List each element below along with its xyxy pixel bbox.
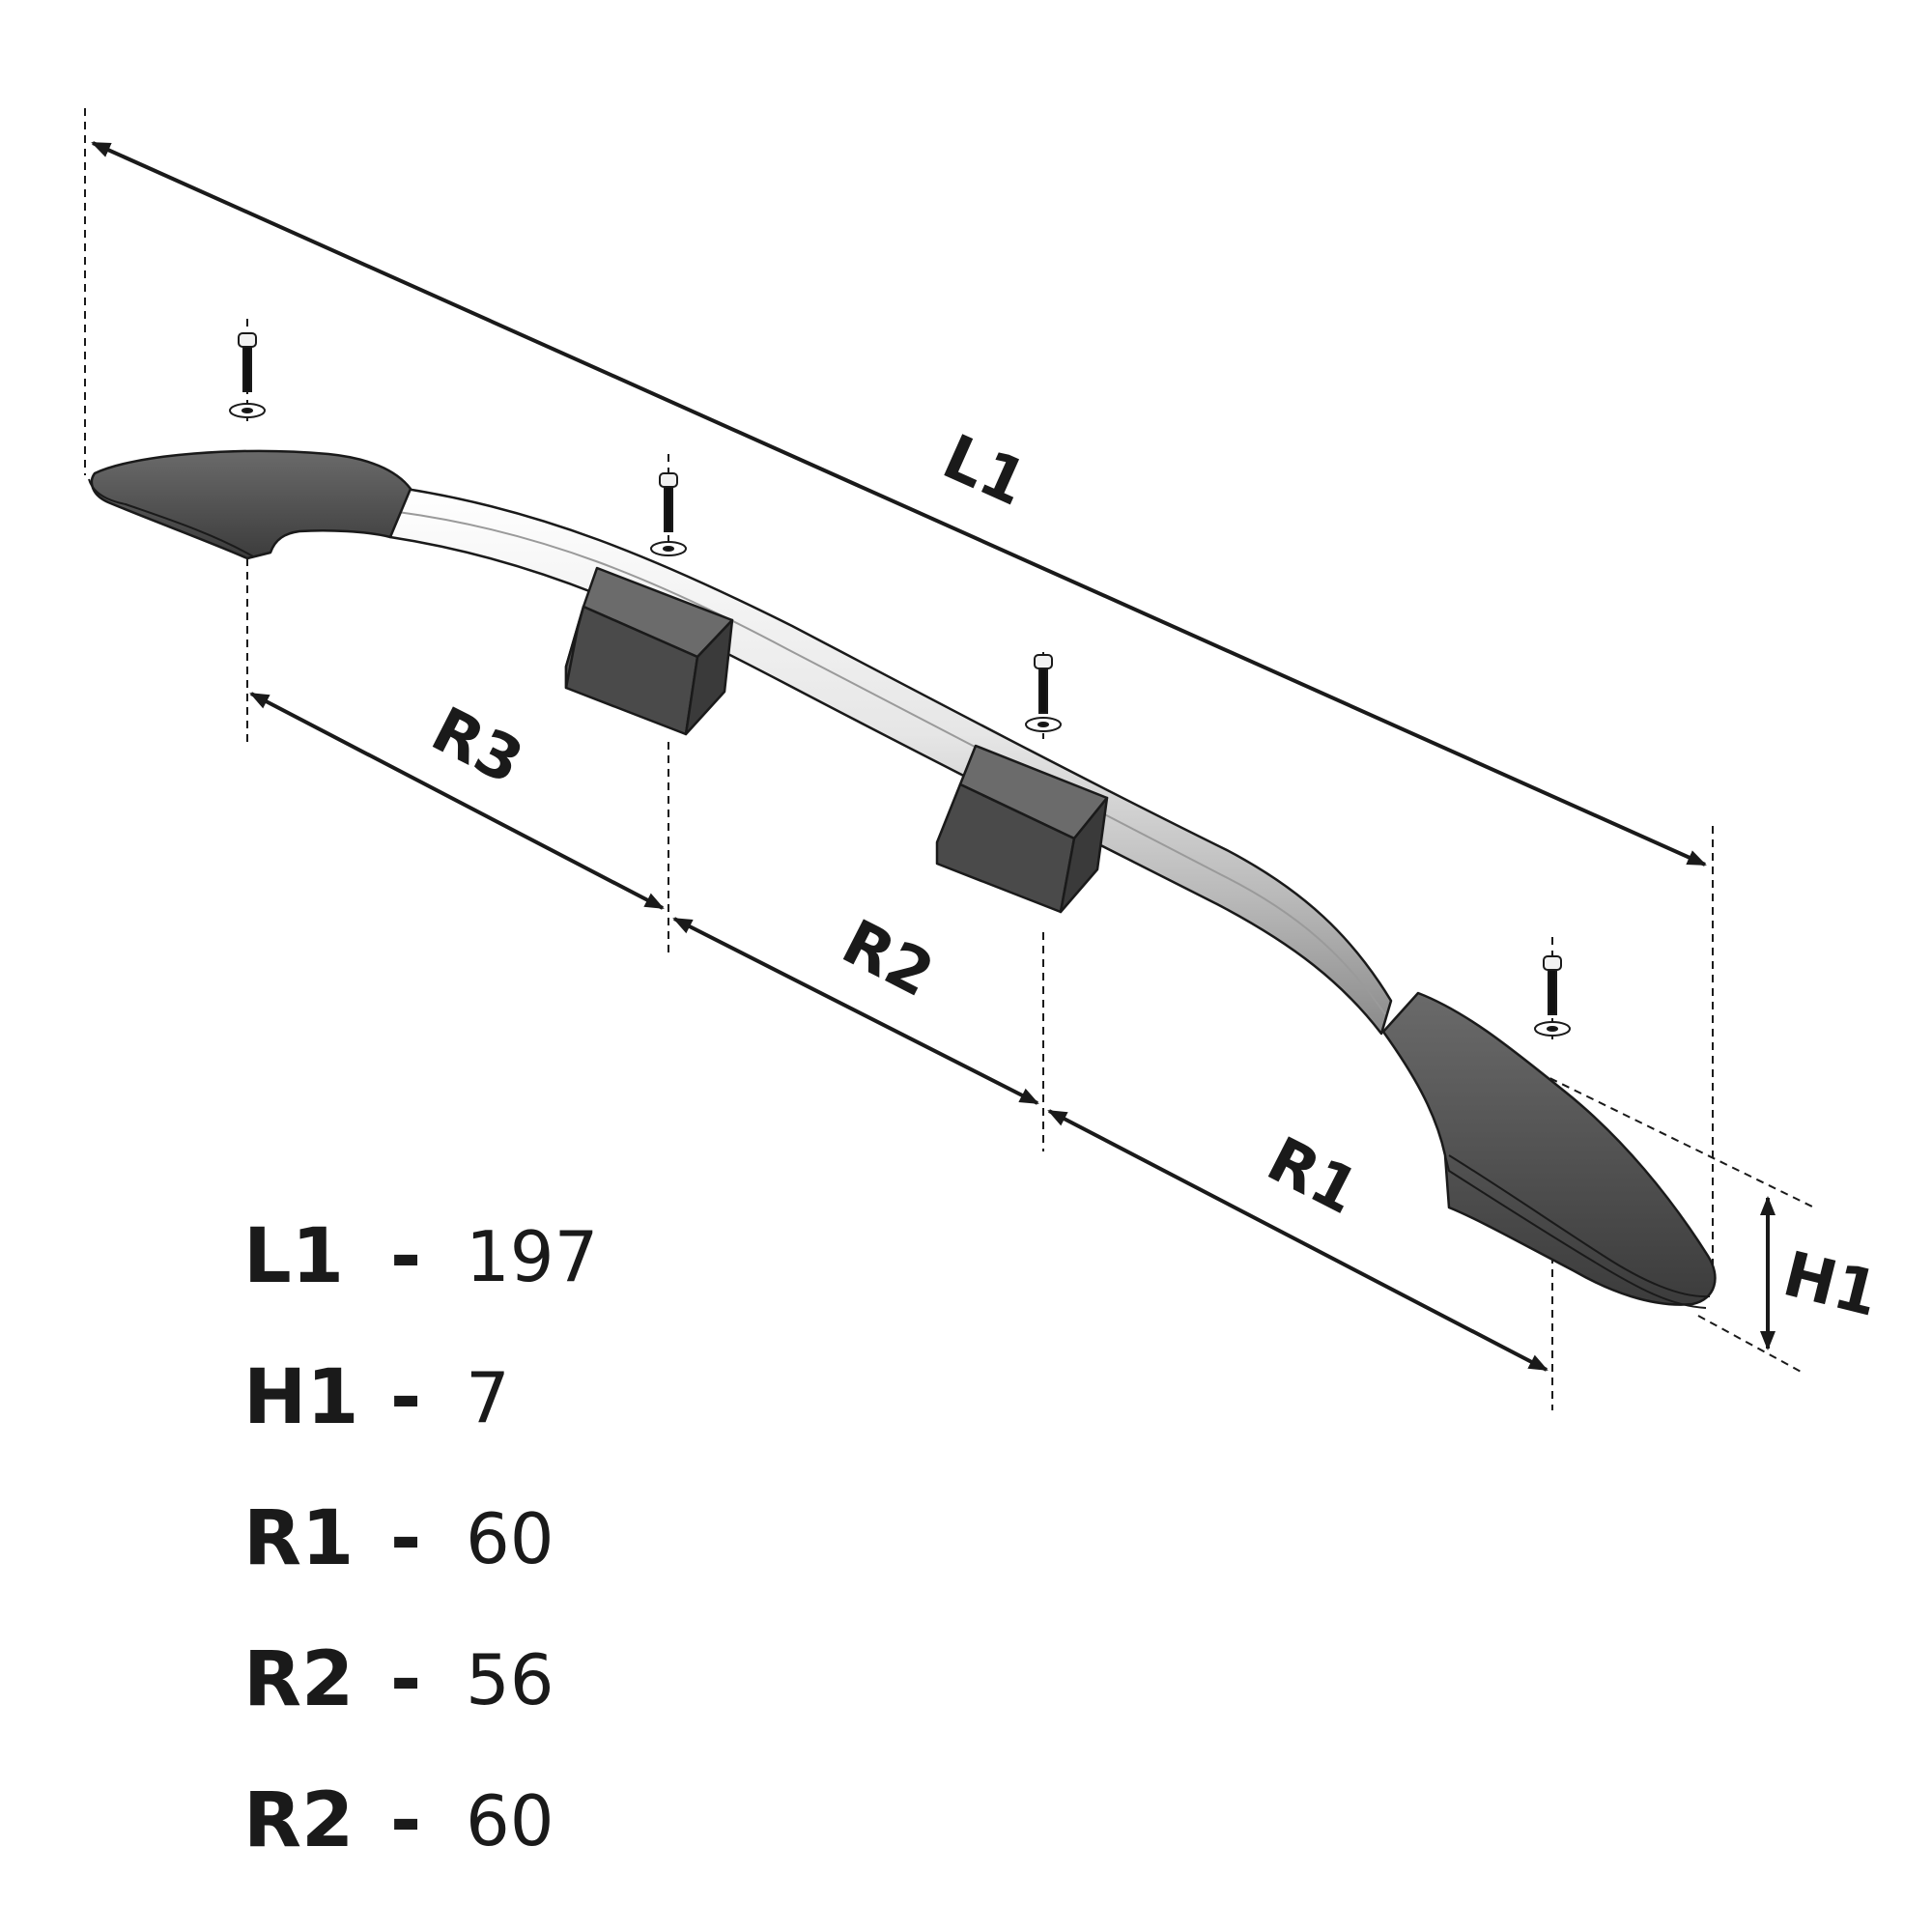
legend-value: 60 [466, 1780, 554, 1861]
rail-tube [388, 487, 1393, 1036]
legend-dash: - [389, 1495, 422, 1582]
legend-row-r1: R1 - 60 [243, 1468, 598, 1609]
bolts [229, 332, 1571, 1037]
dimension-line-r1 [1047, 1109, 1548, 1372]
legend-row-r2-second: R2 - 60 [243, 1750, 598, 1891]
legend-key: R1 [243, 1495, 355, 1582]
bolt-3 [1025, 654, 1062, 732]
dimension-line-l1 [91, 141, 1707, 867]
label-h1: H1 [1776, 1238, 1886, 1331]
front-end-cap [1381, 991, 1717, 1306]
legend-row-l1: L1 - 197 [243, 1186, 598, 1327]
legend-key: R2 [243, 1777, 355, 1864]
legend-key: R2 [243, 1636, 355, 1723]
legend-dash: - [389, 1777, 422, 1864]
dimension-line-r2 [672, 917, 1039, 1105]
middle-support-2 [935, 744, 1109, 914]
dimension-line-r3 [249, 692, 665, 910]
legend-dash: - [389, 1213, 422, 1300]
roof-rail [88, 449, 1717, 1309]
dimension-legend: L1 - 197 H1 - 7 R1 - 60 R2 - 56 R2 - 60 [243, 1186, 598, 1891]
bolt-2 [650, 472, 687, 556]
legend-dash: - [389, 1636, 422, 1723]
label-r3: R3 [420, 695, 533, 800]
legend-row-h1: H1 - 7 [243, 1327, 598, 1468]
legend-key: H1 [243, 1354, 359, 1441]
legend-value: 197 [466, 1216, 599, 1297]
label-l1: L1 [932, 421, 1037, 520]
legend-value: 7 [466, 1357, 510, 1438]
legend-value: 60 [466, 1498, 554, 1579]
middle-support-1 [564, 566, 734, 736]
legend-value: 56 [466, 1639, 554, 1720]
rear-end-cap [90, 449, 412, 560]
dimension-lines [91, 141, 1776, 1372]
bolt-1 [229, 332, 266, 418]
legend-key: L1 [243, 1213, 344, 1300]
label-r1: R1 [1256, 1124, 1369, 1230]
legend-dash: - [389, 1354, 422, 1441]
bolt-4 [1534, 955, 1571, 1037]
label-r2: R2 [831, 907, 944, 1012]
legend-row-r2: R2 - 56 [243, 1609, 598, 1750]
